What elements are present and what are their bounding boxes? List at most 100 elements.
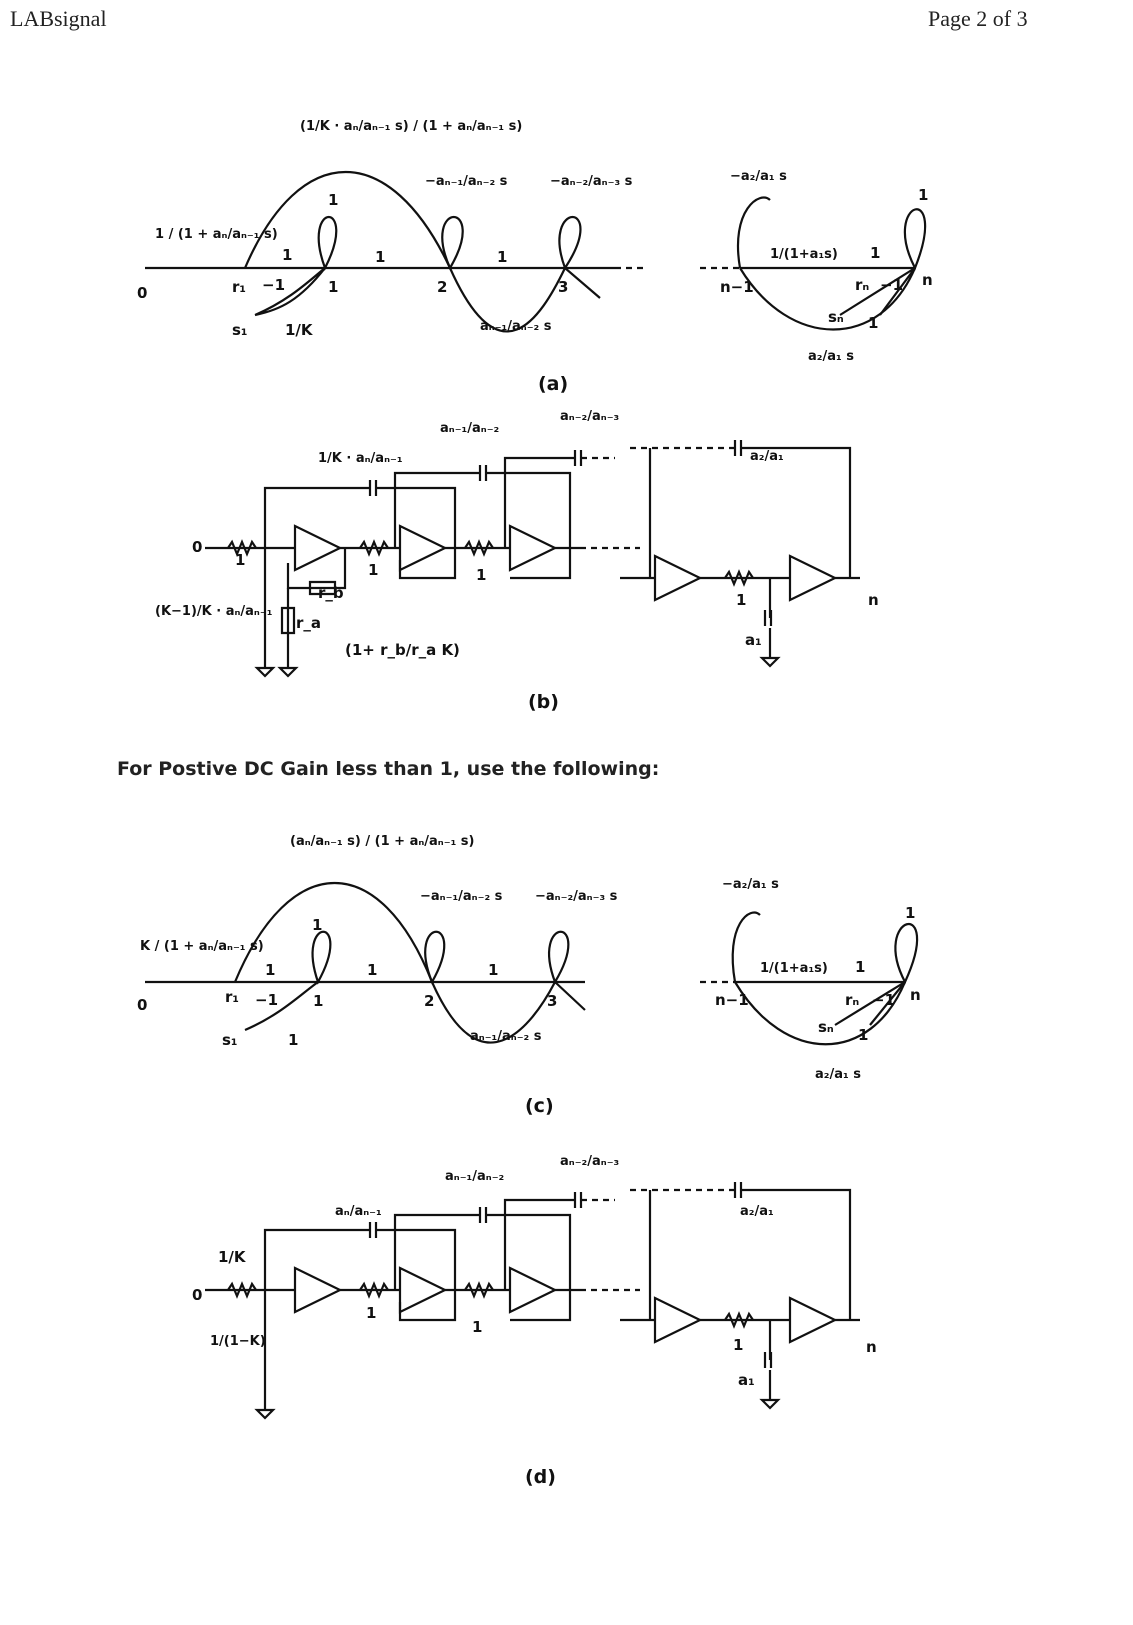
node-label: 3 <box>547 992 557 1010</box>
label: 1 / (1 + aₙ/aₙ₋₁ s) <box>155 227 278 242</box>
label: 1 <box>472 1318 482 1336</box>
label: aₙ₋₁/aₙ₋₂ <box>440 421 499 436</box>
figure-a-signal-flow-graph: 1 / (1 + aₙ/aₙ₋₁ s) (1/K · aₙ/aₙ₋₁ s) / … <box>137 119 933 395</box>
node-label: n <box>910 986 921 1004</box>
label: aₙ₋₁/aₙ₋₂ s <box>470 1029 542 1044</box>
node-label: 1 <box>328 278 338 296</box>
label: 1/K <box>218 1248 247 1266</box>
label: 1 <box>858 1026 868 1044</box>
capacitor-symbol <box>368 1222 378 1238</box>
label: (1+ r_b/r_a K) <box>345 641 460 659</box>
wire <box>741 1188 852 1320</box>
figure-d-circuit: aₙ/aₙ₋₁ aₙ₋₁/aₙ₋₂ aₙ₋₂/aₙ₋₃ a₂/a₁ 0 1/K … <box>192 1154 877 1488</box>
resistor-symbol <box>227 1281 257 1299</box>
label: 1 <box>235 551 245 569</box>
figure-c-signal-flow-graph: K / (1 + aₙ/aₙ₋₁ s) (aₙ/aₙ₋₁ s) / (1 + a… <box>137 834 921 1117</box>
label: −aₙ₋₂/aₙ₋₃ s <box>550 174 633 189</box>
label: 1 <box>918 186 928 204</box>
label: 1 <box>375 248 385 266</box>
op-amp-symbol <box>653 1296 703 1344</box>
label: 1/(1+a₁s) <box>760 961 828 976</box>
wire <box>393 1213 480 1290</box>
label: (1/K · aₙ/aₙ₋₁ s) / (1 + aₙ/aₙ₋₁ s) <box>300 119 522 134</box>
capacitor-symbol <box>733 1182 743 1198</box>
label: a₁ <box>738 1371 755 1389</box>
capacitor-symbol <box>763 1352 773 1368</box>
figure-caption: (c) <box>525 1095 554 1117</box>
wire <box>263 486 370 548</box>
resistor-symbol <box>464 1281 494 1299</box>
resistor-symbol <box>280 606 296 635</box>
wire <box>486 1213 572 1322</box>
label: 1 <box>476 566 486 584</box>
label: 1 <box>497 248 507 266</box>
label: 1 <box>265 961 275 979</box>
op-amp-symbol <box>508 524 558 572</box>
label: 1/(1−K) <box>210 1334 266 1349</box>
header-title: LABsignal <box>10 6 107 31</box>
label: −aₙ₋₂/aₙ₋₃ s <box>535 889 618 904</box>
node-label: 2 <box>437 278 447 296</box>
label: 1 <box>733 1336 743 1354</box>
wire <box>503 456 575 548</box>
capacitor-symbol <box>368 480 378 496</box>
label: a₁ <box>745 631 762 649</box>
resistor-symbol <box>227 539 257 557</box>
label: 1/(1+a₁s) <box>770 247 838 262</box>
label: 1/K <box>285 321 314 339</box>
label: 1 <box>367 961 377 979</box>
ground-symbol <box>254 1408 276 1420</box>
label: rₙ <box>845 991 859 1009</box>
label: a₂/a₁ <box>750 449 784 464</box>
node-label: 0 <box>137 996 147 1014</box>
node-label: n−1 <box>715 991 749 1009</box>
label: 1 <box>328 191 338 209</box>
label: n <box>868 591 879 609</box>
label: 1 <box>868 314 878 332</box>
node-label: s₁ <box>222 1031 238 1049</box>
label: aₙ₋₁/aₙ₋₂ s <box>480 319 552 334</box>
capacitor-symbol <box>573 450 583 466</box>
page-number: Page 2 of 3 <box>928 6 1028 31</box>
wire <box>286 548 347 590</box>
wire <box>503 1198 575 1290</box>
node-label: r₁ <box>225 988 239 1006</box>
label: aₙ₋₂/aₙ₋₃ <box>560 1154 619 1169</box>
label: 1 <box>870 244 880 262</box>
label: −1 <box>262 276 285 294</box>
op-amp-symbol <box>788 1296 838 1344</box>
label: 0 <box>192 538 202 556</box>
node-label: n−1 <box>720 278 754 296</box>
label: aₙ/aₙ₋₁ <box>335 1204 382 1219</box>
label: 1 <box>366 1304 376 1322</box>
op-amp-symbol <box>293 524 343 572</box>
op-amp-symbol <box>788 554 838 602</box>
ground-symbol <box>254 666 276 678</box>
label: 0 <box>192 1286 202 1304</box>
label: 1 <box>855 958 865 976</box>
label: −1 <box>880 276 903 294</box>
wire <box>376 1228 457 1322</box>
wire <box>741 446 852 578</box>
label: n <box>866 1338 877 1356</box>
resistor-symbol <box>359 1281 389 1299</box>
node-label: sₙ <box>818 1018 834 1036</box>
figure-caption: (a) <box>538 373 568 395</box>
label: r_a <box>296 614 321 632</box>
label: −aₙ₋₁/aₙ₋₂ s <box>420 889 503 904</box>
label: −a₂/a₁ s <box>730 169 787 184</box>
capacitor-symbol <box>573 1192 583 1208</box>
label: 1 <box>736 591 746 609</box>
label: (K−1)/K · aₙ/aₙ₋₁ <box>155 604 272 619</box>
wire <box>486 471 572 580</box>
label: 1 <box>312 916 322 934</box>
label: a₂/a₁ <box>740 1204 774 1219</box>
section-note: For Postive DC Gain less than 1, use the… <box>117 758 660 780</box>
node-label: sₙ <box>828 308 844 326</box>
label: 1 <box>488 961 498 979</box>
resistor-symbol <box>464 539 494 557</box>
wire <box>393 471 480 548</box>
node-label: 3 <box>558 278 568 296</box>
label: rₙ <box>855 276 869 294</box>
